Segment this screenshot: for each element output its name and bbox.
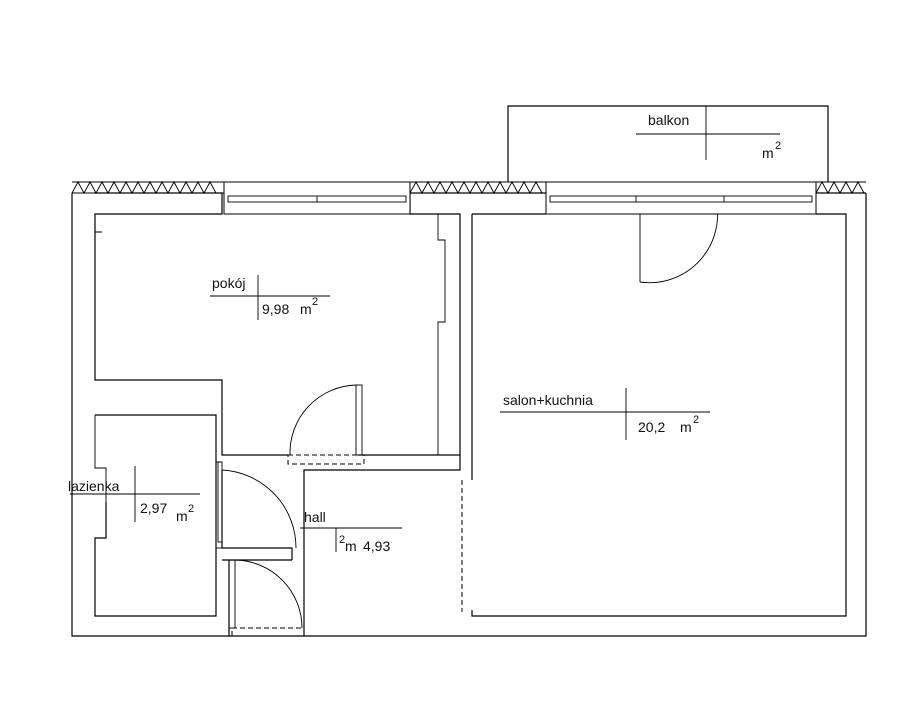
door-lazienka <box>217 461 297 549</box>
room-name-balkon: balkon <box>648 112 689 128</box>
room-name-pokoj: pokój <box>212 275 245 291</box>
room-exp-hall: 2 <box>339 534 345 546</box>
label-pokoj: pokój 9,98 m 2 <box>210 275 330 320</box>
room-unit-pokoj: m <box>300 301 312 317</box>
room-exp-salon: 2 <box>693 414 699 426</box>
room-unit-lazienka: m <box>176 508 188 524</box>
outer-walls <box>71 192 867 637</box>
room-name-salon: salon+kuchnia <box>503 392 593 408</box>
room-exp-lazienka: 2 <box>188 503 194 515</box>
label-lazienka: lazienka 2,97 m 2 <box>68 466 200 524</box>
door-pokoj <box>289 384 363 456</box>
openings-dashed <box>231 454 463 637</box>
room-exp-balkon: 2 <box>775 140 781 152</box>
window-salon <box>545 181 817 215</box>
label-balkon: balkon m 2 <box>636 106 781 161</box>
door-entrance <box>228 559 303 629</box>
door-balcony <box>639 205 718 284</box>
room-name-lazienka: lazienka <box>68 478 120 494</box>
room-unit-balkon: m <box>762 145 774 161</box>
room-pokoj-walls <box>94 214 446 455</box>
room-area-lazienka: 2,97 <box>140 500 167 516</box>
balcony <box>507 105 829 183</box>
room-area-hall: 4,93 <box>363 538 390 554</box>
label-salon: salon+kuchnia 20,2 m 2 <box>500 388 710 440</box>
room-unit-hall: m <box>345 538 357 554</box>
room-name-hall: hall <box>304 509 326 525</box>
label-hall: hall 2 m 4,93 <box>300 509 402 554</box>
room-area-salon: 20,2 <box>638 419 665 435</box>
room-unit-salon: m <box>680 419 692 435</box>
room-area-pokoj: 9,98 <box>262 301 289 317</box>
room-exp-pokoj: 2 <box>312 296 318 308</box>
room-hall-walls <box>221 470 293 636</box>
window-pokoj <box>223 181 411 215</box>
